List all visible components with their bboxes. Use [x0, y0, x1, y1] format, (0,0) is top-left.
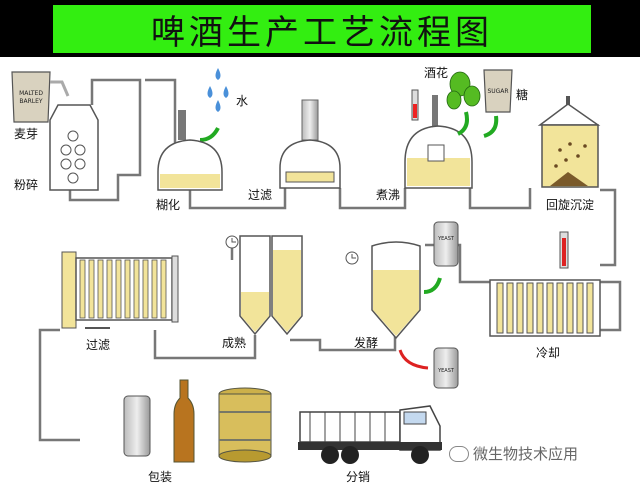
maturation-tanks [225, 235, 303, 336]
diagram-title: 啤酒生产工艺流程图 [151, 12, 493, 53]
thermometer-icon [559, 231, 569, 269]
yeast-out-arrow [398, 349, 429, 370]
whirlpool-tank [537, 96, 601, 188]
water-drops [207, 68, 229, 112]
plate-cooler [489, 279, 601, 337]
label-distribution: 分销 [346, 470, 371, 484]
mill-machine [49, 104, 99, 191]
water-arrow [199, 127, 220, 142]
label-filtering-2: 过滤 [86, 338, 111, 352]
label-mashing: 糊化 [156, 198, 181, 212]
label-packaging: 包装 [148, 470, 173, 484]
label-maturation: 成熟 [222, 336, 247, 350]
hops-arrow [456, 111, 469, 136]
label-water: 水 [236, 94, 249, 108]
malt-bag: MALTED BARLEY [11, 71, 51, 123]
brew-kettle [404, 89, 473, 189]
svg-text:SUGAR: SUGAR [487, 88, 508, 95]
label-sugar: 糖 [516, 88, 529, 102]
svg-text:MALTED: MALTED [19, 90, 43, 97]
label-hops: 酒花 [424, 66, 449, 80]
yeast-canister: YEAST [433, 221, 459, 267]
label-milling: 粉碎 [14, 178, 39, 192]
yeast-canister-out: YEAST [433, 347, 459, 389]
sugar-arrow [483, 115, 499, 138]
label-boiling: 煮沸 [376, 188, 401, 202]
lauter-tun [279, 99, 341, 189]
fermentation-tank [345, 241, 421, 340]
beer-bottle [173, 379, 195, 463]
feed-arrow [50, 80, 70, 97]
label-whirlpool: 回旋沉淀 [546, 198, 595, 212]
wechat-icon [449, 445, 469, 462]
pipes [38, 78, 622, 442]
sugar-bag: SUGAR [483, 69, 513, 113]
yeast-arrow [423, 277, 442, 294]
hops-icon [446, 71, 481, 110]
beer-keg [218, 387, 272, 463]
title-banner: 啤酒生产工艺流程图 [53, 5, 591, 53]
label-filtering-1: 过滤 [248, 188, 273, 202]
delivery-truck [298, 405, 442, 464]
mash-tun [157, 110, 223, 191]
svg-text:YEAST: YEAST [437, 368, 455, 374]
process-diagram: MALTED BARLEY [11, 68, 622, 464]
label-malt: 麦芽 [14, 127, 39, 141]
beer-can [123, 395, 151, 457]
label-cooling: 冷却 [536, 346, 561, 360]
title-bar: 啤酒生产工艺流程图 [0, 0, 640, 57]
watermark: 微生物技术应用 [449, 443, 578, 464]
svg-text:YEAST: YEAST [437, 236, 455, 242]
filter-press [61, 251, 179, 329]
watermark-text: 微生物技术应用 [473, 445, 579, 463]
svg-text:BARLEY: BARLEY [19, 98, 43, 105]
label-fermentation: 发酵 [354, 336, 379, 350]
